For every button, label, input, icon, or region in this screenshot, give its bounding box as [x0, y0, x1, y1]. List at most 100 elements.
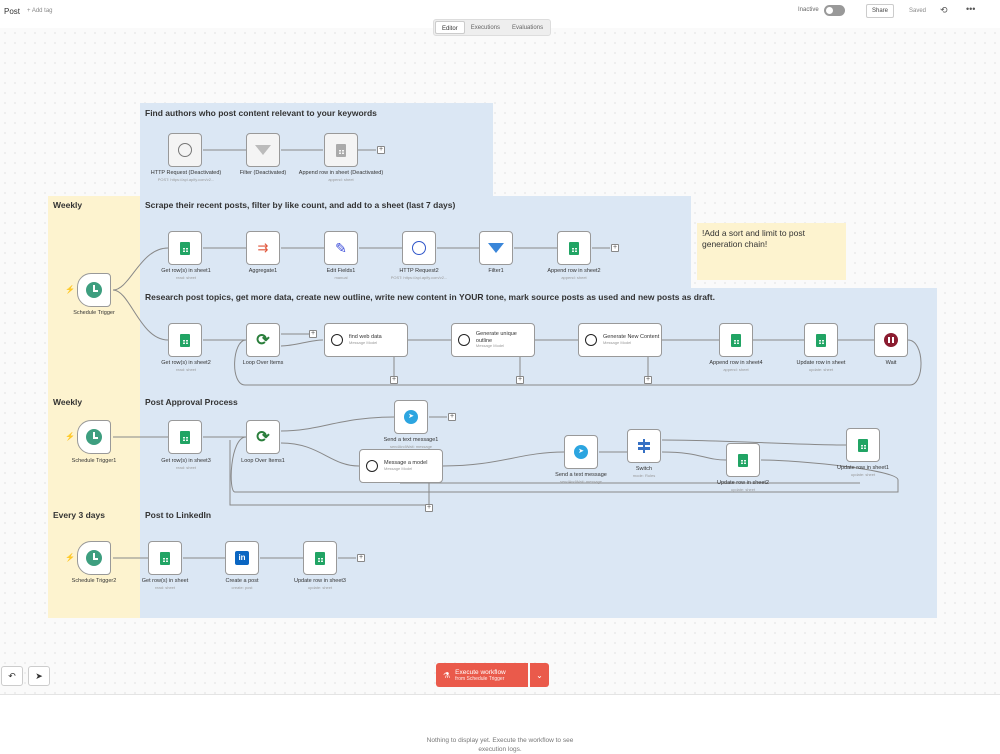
- node-subtitle: sendAndWait: message: [389, 443, 433, 449]
- node-update-row-1[interactable]: [846, 428, 880, 462]
- node-subtitle: create: post: [231, 584, 253, 590]
- sticky-title-post-linkedin: Post to LinkedIn: [145, 510, 212, 520]
- node-get-rows-a[interactable]: [148, 541, 182, 575]
- node-create-post[interactable]: in: [225, 541, 259, 575]
- globe-icon: [178, 143, 192, 157]
- node-get-rows-1[interactable]: [168, 231, 202, 265]
- sheets-icon: [180, 333, 190, 347]
- add-model-button[interactable]: +: [516, 376, 524, 384]
- undo-button[interactable]: ↶: [1, 666, 23, 686]
- node-http-request[interactable]: [168, 133, 202, 167]
- add-node-button[interactable]: +: [357, 554, 365, 562]
- sheets-icon: [160, 551, 170, 565]
- add-model-button[interactable]: +: [390, 376, 398, 384]
- sticky-title-find-authors: Find authors who post content relevant t…: [145, 108, 377, 118]
- node-subtitle: read: sheet: [175, 464, 196, 470]
- sticky-title-weekly-2: Weekly: [53, 397, 83, 407]
- logs-panel: Nothing to display yet. Execute the work…: [0, 694, 1000, 753]
- sheets-icon: [569, 241, 579, 255]
- more-icon[interactable]: •••: [966, 4, 976, 14]
- node-subtitle: update: sheet: [808, 366, 834, 372]
- active-toggle[interactable]: [824, 5, 845, 16]
- telegram-icon: ➤: [404, 410, 418, 424]
- sheets-icon: [180, 241, 190, 255]
- node-get-rows-2[interactable]: [168, 323, 202, 357]
- execute-label: Execute workflow: [455, 668, 506, 676]
- node-subtitle: Message Model: [384, 465, 413, 471]
- node-append-row-4[interactable]: [719, 323, 753, 357]
- node-filter[interactable]: [246, 133, 280, 167]
- pause-icon: [884, 333, 898, 347]
- node-title: Send a text message: [555, 472, 607, 478]
- sheets-icon: [738, 453, 748, 467]
- filter-icon: [488, 243, 504, 253]
- node-schedule-trigger[interactable]: [77, 273, 111, 307]
- node-update-row[interactable]: [804, 323, 838, 357]
- node-send-text-message-1[interactable]: ➤: [394, 400, 428, 434]
- add-node-button[interactable]: +: [377, 146, 385, 154]
- node-aggregate[interactable]: ⇉: [246, 231, 280, 265]
- history-icon[interactable]: ⟲: [940, 5, 948, 15]
- node-wait[interactable]: [874, 323, 908, 357]
- openai-icon: [458, 334, 470, 346]
- sticky-note-text: !Add a sort and limit to post generation…: [702, 228, 805, 250]
- node-loop-over-items[interactable]: ⟳: [246, 323, 280, 357]
- node-title: Switch: [635, 466, 653, 472]
- node-subtitle: append: sheet: [723, 366, 749, 372]
- saved-status: Saved: [909, 8, 927, 14]
- clock-icon: [86, 429, 102, 445]
- node-schedule-trigger-1[interactable]: [77, 420, 111, 454]
- add-node-button[interactable]: +: [448, 413, 456, 421]
- add-model-button[interactable]: +: [644, 376, 652, 384]
- tab-editor[interactable]: Editor: [435, 21, 465, 34]
- clock-icon: [86, 550, 102, 566]
- add-node-button[interactable]: +: [309, 330, 317, 338]
- node-title: Append row in sheet (Deactivated): [298, 170, 384, 176]
- node-update-row-3[interactable]: [303, 541, 337, 575]
- node-http-request-2[interactable]: [402, 231, 436, 265]
- node-subtitle: sendAndWait: message: [559, 478, 603, 484]
- share-button[interactable]: Share: [866, 4, 894, 18]
- sticky-sort-note[interactable]: [697, 223, 846, 280]
- node-edit-fields[interactable]: ✎: [324, 231, 358, 265]
- tab-executions[interactable]: Executions: [470, 25, 501, 31]
- node-append-row-2[interactable]: [557, 231, 591, 265]
- node-switch[interactable]: [627, 429, 661, 463]
- add-model-button[interactable]: +: [425, 504, 433, 512]
- sticky-title-approval: Post Approval Process: [145, 397, 238, 407]
- node-loop-over-items-1[interactable]: ⟳: [246, 420, 280, 454]
- node-schedule-trigger-2[interactable]: [77, 541, 111, 575]
- pen-icon: ✎: [335, 239, 347, 256]
- workflow-name[interactable]: Post: [4, 7, 21, 16]
- tab-evaluations[interactable]: Evaluations: [512, 25, 544, 31]
- sticky-post-linkedin[interactable]: [140, 506, 937, 618]
- node-update-row-2[interactable]: [726, 443, 760, 477]
- node-label-filter: Filter (Deactivated): [239, 170, 287, 176]
- node-append-row[interactable]: [324, 133, 358, 167]
- node-label-loop-over-items-1: Loop Over Items1: [241, 458, 285, 464]
- node-subtitle: read: sheet: [175, 366, 196, 372]
- node-send-text-message[interactable]: ➤: [564, 435, 598, 469]
- node-filter-1[interactable]: [479, 231, 513, 265]
- select-tool-button[interactable]: ➤: [28, 666, 50, 686]
- sticky-title-every-3-days: Every 3 days: [53, 510, 105, 520]
- execute-options-button[interactable]: ⌄: [530, 663, 549, 687]
- add-node-button[interactable]: +: [611, 244, 619, 252]
- node-title: HTTP Request2: [399, 268, 439, 274]
- node-get-rows-3[interactable]: [168, 420, 202, 454]
- add-tag-button[interactable]: + Add tag: [27, 8, 53, 14]
- sheets-icon: [816, 333, 826, 347]
